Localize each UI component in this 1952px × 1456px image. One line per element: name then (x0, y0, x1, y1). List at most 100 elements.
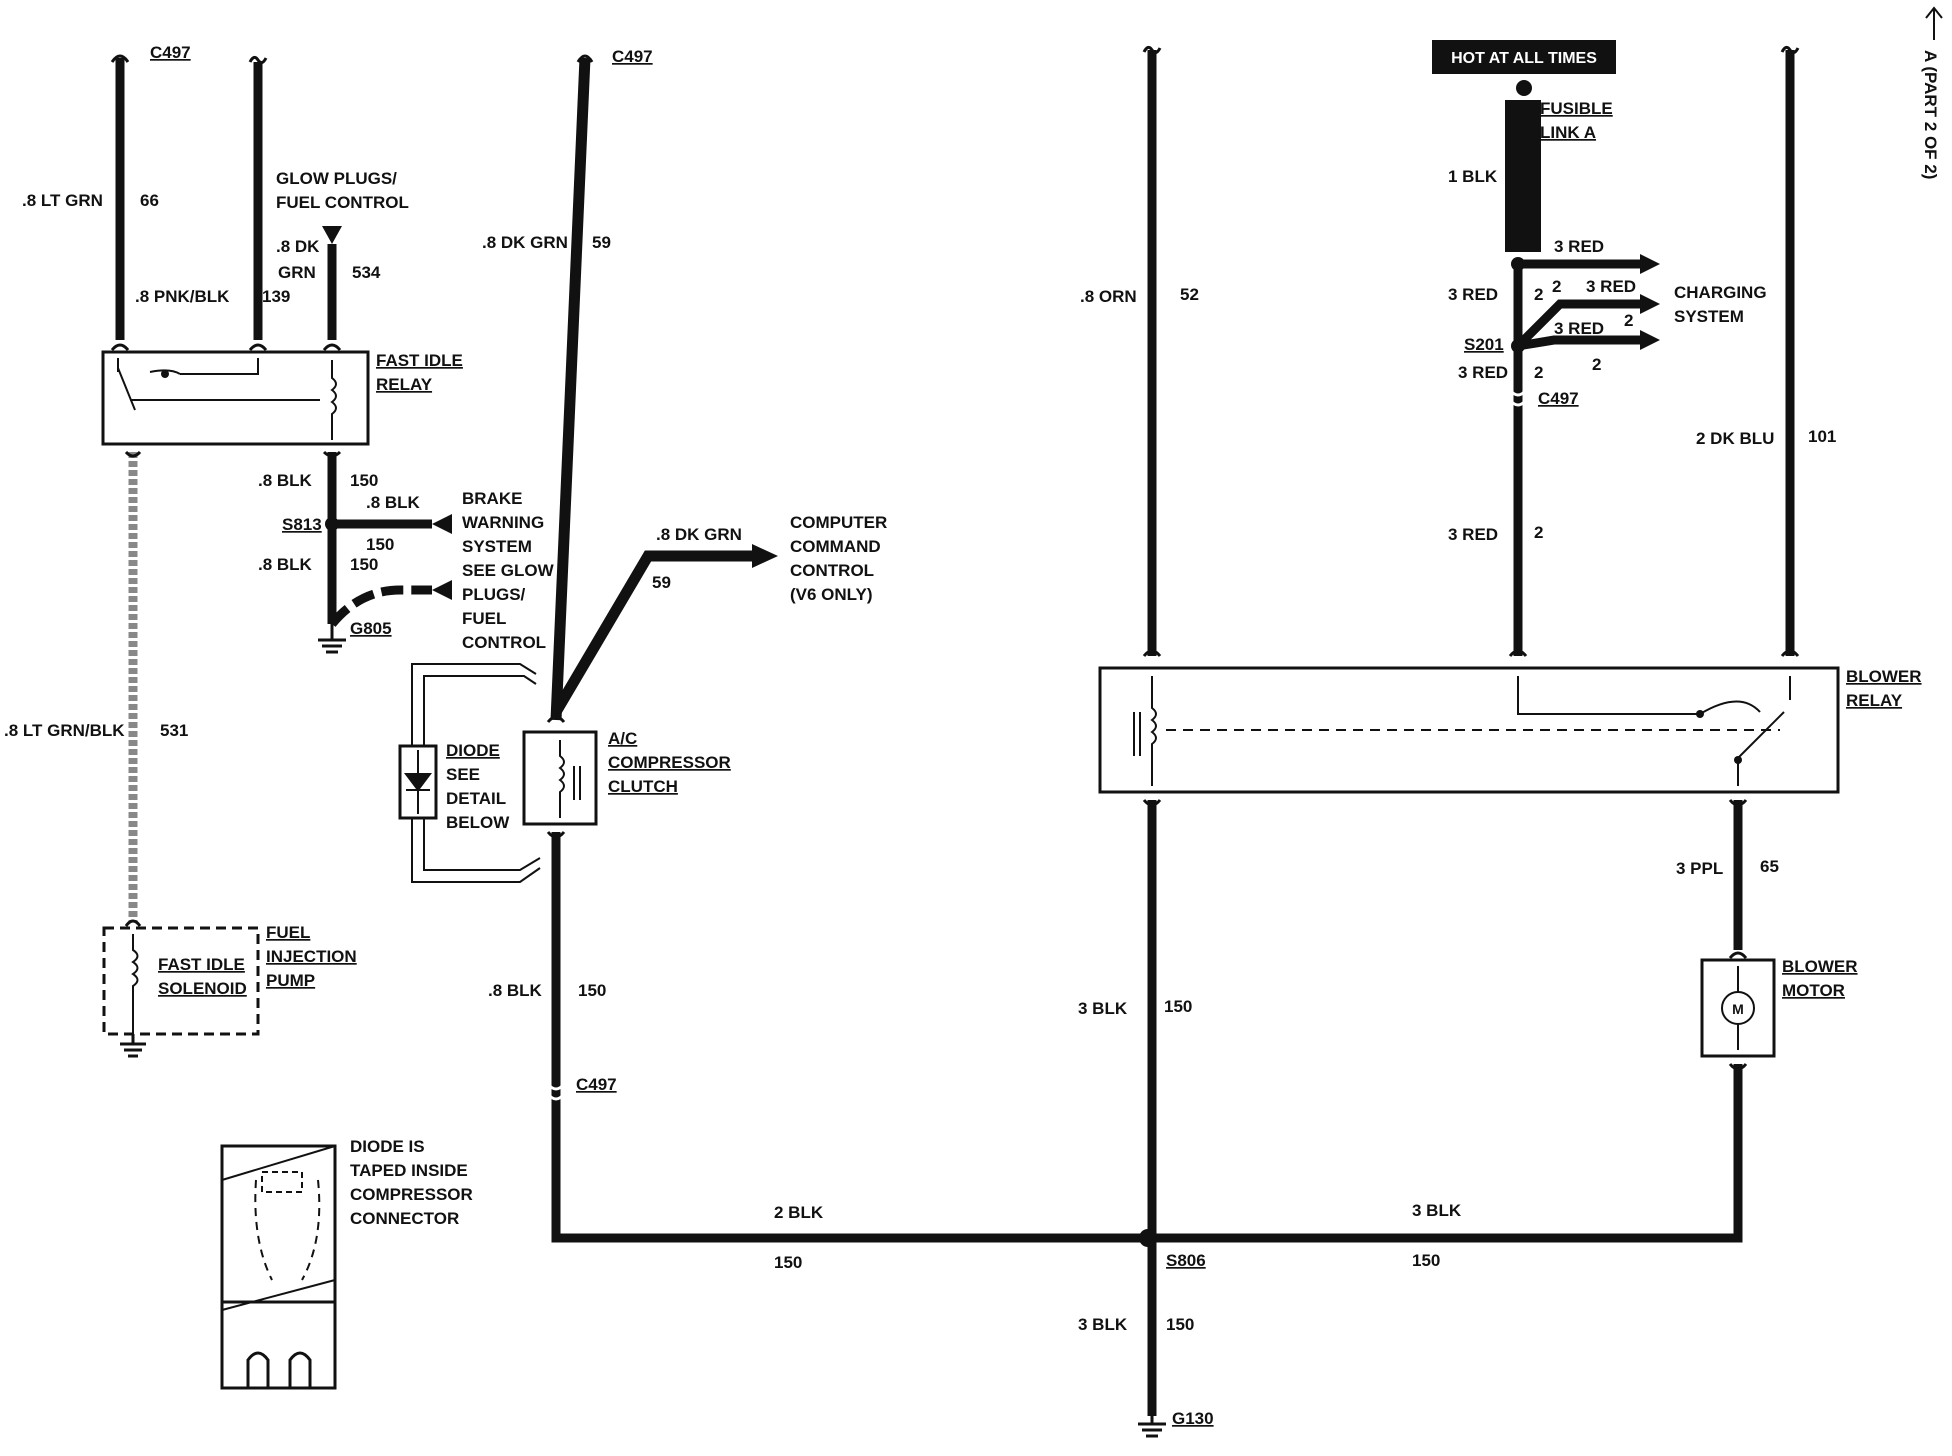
wire-3red-e: 3 RED (1458, 363, 1508, 382)
wire-59-num: 59 (592, 233, 611, 252)
wire-150-ac-color: .8 BLK (488, 981, 543, 1000)
wire-150-ac-num: 150 (578, 981, 606, 1000)
blower-motor-box (1700, 958, 1776, 1058)
pump-label1: FUEL (266, 923, 310, 942)
wire-531-num: 531 (160, 721, 188, 740)
wire-65-num: 65 (1760, 857, 1779, 876)
wire-52-color: .8 ORN (1080, 287, 1137, 306)
wire-3blk-a: 3 BLK (1078, 999, 1128, 1018)
break-icon (248, 55, 268, 65)
wire-2-b: 2 (1624, 311, 1633, 330)
c497-label-mid: C497 (612, 47, 653, 66)
computer-cmd-4: (V6 ONLY) (790, 585, 873, 604)
see-glow-4: CONTROL (462, 633, 546, 652)
wire-3blk-b: 3 BLK (1078, 1315, 1128, 1334)
splice-s806: S806 (1166, 1251, 1206, 1270)
charging-1: CHARGING (1674, 283, 1767, 302)
solenoid-label2: SOLENOID (158, 979, 247, 998)
brake-label3: SYSTEM (462, 537, 532, 556)
wire-3red-d: 3 RED (1448, 285, 1498, 304)
fusible-label2: LINK A (1540, 123, 1596, 142)
wire-2-f: 2 (1534, 523, 1543, 542)
fast-idle-relay-label2: RELAY (376, 375, 433, 394)
blower-motor-label1: BLOWER (1782, 957, 1858, 976)
splice-s813: S813 (282, 515, 322, 534)
wire-534-num: 534 (352, 263, 381, 282)
computer-cmd-3: CONTROL (790, 561, 874, 580)
clutch-coil-icon (558, 740, 581, 818)
diode-detail-2: TAPED INSIDE (350, 1161, 468, 1180)
wire-59-branch-num: 59 (652, 573, 671, 592)
arrow-down-icon (322, 226, 342, 244)
ground-g130-icon (1138, 1416, 1166, 1438)
wire-101-color: 2 DK BLU (1696, 429, 1774, 448)
ac-label2: COMPRESSOR (608, 753, 731, 772)
splice-s201-dot (1511, 339, 1525, 353)
see-glow-2: PLUGS/ (462, 585, 526, 604)
wire-2blk: 2 BLK (774, 1203, 824, 1222)
wire-3red-b: 3 RED (1586, 277, 1636, 296)
ground-g805: G805 (350, 619, 392, 638)
wire-534-color-b: GRN (278, 263, 316, 282)
wire-3red-c: 3 RED (1554, 319, 1604, 338)
page-reference: A (PART 2 OF 2) (1921, 6, 1943, 179)
wire-150-glow (328, 585, 432, 627)
computer-cmd-1: COMPUTER (790, 513, 887, 532)
wire-3ppl: 3 PPL (1676, 859, 1723, 878)
fast-idle-relay-section: C497 .8 LT GRN 66 .8 PNK/BLK 139 GLOW PL… (4, 43, 555, 1058)
fusible-link-a (1505, 100, 1541, 252)
blower-section: .8 ORN 52 HOT AT ALL TIMES FUSIBLE LINK … (1078, 40, 1922, 1438)
hot-at-all-times: HOT AT ALL TIMES (1451, 50, 1597, 67)
wire-150-blk-b: .8 BLK (366, 493, 421, 512)
wire-150-num-b: 150 (366, 535, 394, 554)
wire-2-c: 2 (1592, 355, 1601, 374)
wire-150-num-a: 150 (350, 471, 378, 490)
relay-coil-icon (330, 360, 337, 440)
ac-clutch-box (522, 730, 598, 826)
ac-label3: CLUTCH (608, 777, 678, 796)
splice-s201: S201 (1464, 335, 1504, 354)
wire-59-branch (551, 550, 752, 715)
wire-150-relay-num: 150 (1164, 997, 1192, 1016)
wire-150-ac (551, 832, 1145, 1243)
diode-label2: SEE (446, 765, 480, 784)
wire-150-g130-num: 150 (1166, 1315, 1194, 1334)
ac-label1: A/C (608, 729, 637, 748)
page-ref-label: A (PART 2 OF 2) (1921, 50, 1940, 179)
wire-2-a: 2 (1552, 277, 1561, 296)
fast-idle-relay-label1: FAST IDLE (376, 351, 463, 370)
blower-motor-label2: MOTOR (1782, 981, 1845, 1000)
diode-label3: DETAIL (446, 789, 506, 808)
connector-detail-body (220, 1144, 337, 1390)
hot-at-all-times-bar (1432, 40, 1616, 74)
ground-g130: G130 (1172, 1409, 1214, 1428)
wire-2blk-num: 150 (774, 1253, 802, 1272)
diode-detail-4: CONNECTOR (350, 1209, 459, 1228)
brake-label2: WARNING (462, 513, 544, 532)
diode-detail-1: DIODE IS (350, 1137, 425, 1156)
blower-relay-switch-icon (1517, 676, 1791, 786)
fusible-label1: FUSIBLE (1540, 99, 1613, 118)
fast-idle-relay-box (101, 350, 370, 446)
pump-label2: INJECTION (266, 947, 357, 966)
wire-66-color: .8 LT GRN (22, 191, 103, 210)
wire-3red-branch2 (1514, 299, 1640, 350)
c497-label-right: C497 (1538, 389, 1579, 408)
wire-59-branch-color: .8 DK GRN (656, 525, 742, 544)
charging-2: SYSTEM (1674, 307, 1744, 326)
diode-detail: DIODE IS TAPED INSIDE COMPRESSOR CONNECT… (220, 1137, 473, 1390)
wire-3red-f: 3 RED (1448, 525, 1498, 544)
relay-switch-icon (117, 358, 320, 411)
wire-3red-branch3 (1517, 335, 1640, 351)
relay-connector-icon (110, 343, 342, 351)
wire-150-motor (1152, 1064, 1743, 1243)
wire-534-color-a: .8 DK (276, 237, 320, 256)
ground-solenoid-icon (120, 1034, 146, 1058)
wire-150-motor-num: 150 (1412, 1251, 1440, 1270)
c497-label: C497 (150, 43, 191, 62)
wire-150-blk-a: .8 BLK (258, 471, 313, 490)
wire-101-num: 101 (1808, 427, 1836, 446)
wire-59-main (550, 57, 591, 721)
motor-symbol: M (1732, 1001, 1744, 1017)
wire-3red-a: 3 RED (1554, 237, 1604, 256)
